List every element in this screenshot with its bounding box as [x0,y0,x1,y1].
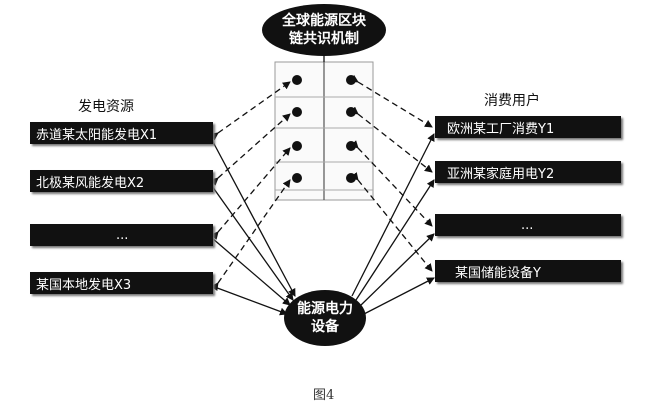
consumer-label: 亚洲某家庭用电Y2 [447,166,555,182]
power-link [363,277,435,315]
generator-label: ... [116,227,129,243]
power-link [355,179,435,301]
ledger-node [346,107,356,117]
consumer-box: 某国储能设备Y [435,260,621,282]
generation-title: 发电资源 [78,99,134,115]
consumer-box: 亚洲某家庭用电Y2 [435,161,621,183]
ledger-link [210,113,291,186]
ledger-node [346,141,356,151]
power-link [211,237,291,306]
consensus-ellipse: 全球能源区块 链共识机制 [262,4,386,56]
consumer-box: 欧洲某工厂消费Y1 [435,116,621,138]
device-line1: 能源电力 [297,301,353,317]
consumer-label: 某国储能设备Y [455,265,541,281]
ledger-node [346,173,356,183]
consumer-label: 欧洲某工厂消费Y1 [447,121,555,137]
power-link [351,133,435,297]
ledger-node [292,107,302,117]
device-consumer-links [351,133,435,315]
generator-device-links [211,139,296,316]
ledger-node [292,75,302,85]
power-link [359,233,435,307]
power-link [211,185,294,301]
consensus-line2: 链共识机制 [289,31,359,47]
ledger-node [292,141,302,151]
generator-box: 某国本地发电X3 [30,272,213,294]
power-link [211,285,288,316]
ledger-node [292,173,302,183]
consumer-box: ... [435,214,621,236]
generator-ledger-links [209,81,291,292]
ledger-node [346,75,356,85]
ledger-link [210,179,291,292]
device-line2: 设备 [311,319,339,335]
generator-box: ... [30,224,213,246]
consumers-title: 消费用户 [484,93,540,109]
figure-caption: 图4 [313,388,335,403]
generator-label: 北极某风能发电X2 [36,175,145,191]
generator-box: 北极某风能发电X2 [30,170,213,192]
generator-label: 某国本地发电X3 [36,277,132,293]
consumer-label: ... [521,217,534,233]
device-ellipse: 能源电力 设备 [284,290,366,346]
ledger-link [350,106,433,173]
generator-label: 赤道某太阳能发电X1 [36,127,158,143]
consensus-line1: 全球能源区块 [282,13,366,29]
generator-box: 赤道某太阳能发电X1 [30,122,213,144]
consumer-ledger-links [349,74,433,272]
power-link [211,139,296,297]
